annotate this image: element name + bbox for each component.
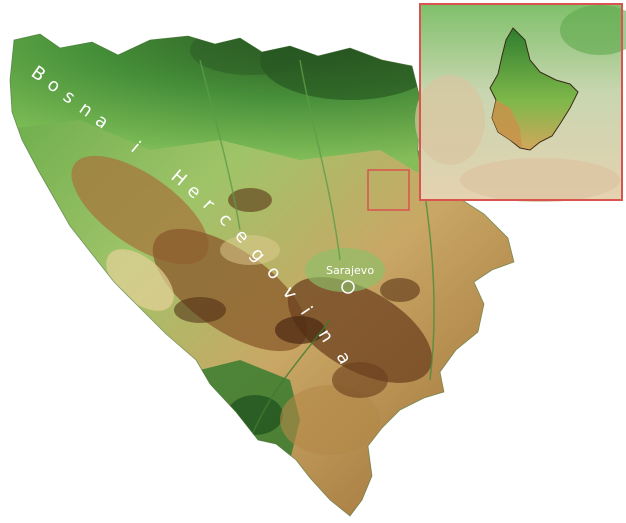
mountain-range-central [152, 228, 308, 352]
city-label: Sarajevo [326, 264, 374, 277]
river-vrbas [199, 59, 241, 231]
north-dark-relief-2 [190, 34, 310, 75]
inset-map [415, 3, 626, 202]
country-border [9, 33, 515, 517]
karst-plateau [106, 249, 174, 311]
inset-frame [419, 3, 623, 201]
river-bosna [299, 59, 341, 261]
inset-relief-top [560, 5, 626, 55]
inset-city-southwest [492, 100, 522, 148]
karst-plateau-2 [220, 235, 280, 265]
mountain-peaks-2 [228, 188, 272, 212]
southeast-highlands [280, 385, 380, 455]
mountain-range-east [287, 277, 433, 383]
inset-relief-bottom [460, 158, 620, 202]
sarajevo-basin [305, 248, 385, 292]
mountain-peaks-4 [174, 297, 226, 323]
city-sarajevo: Sarajevo [326, 264, 374, 294]
mountain-peaks-3 [380, 278, 420, 302]
southeast-peaks [332, 362, 388, 398]
city-marker [341, 280, 355, 294]
river-neretva [249, 319, 331, 441]
mountain-peaks-1 [275, 316, 325, 344]
inset-locator-box [367, 169, 410, 211]
inset-relief-left [415, 75, 485, 165]
